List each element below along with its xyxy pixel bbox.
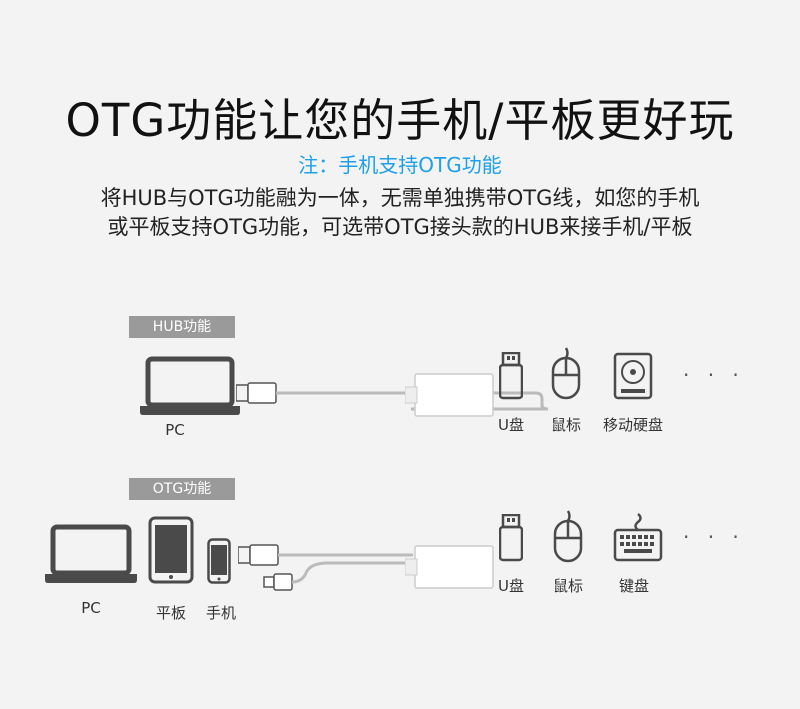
hub-device-label-mouse: 鼠标 (550, 416, 581, 434)
mouse-icon (553, 508, 583, 563)
otg-more-devices: · · · (683, 525, 745, 549)
otg-note: 注：手机支持OTG功能 (298, 153, 502, 177)
description-line-1: 将HUB与OTG功能融为一体，无需单独携带OTG线，如您的手机 (100, 186, 700, 210)
otg-device-label-mouse: 鼠标 (552, 577, 583, 595)
hub-device-label-usb: U盘 (498, 416, 524, 434)
laptop-icon (45, 524, 137, 584)
description: 将HUB与OTG功能融为一体，无需单独携带OTG线，如您的手机 或平板支持OTG… (0, 184, 800, 242)
laptop-icon (140, 356, 240, 416)
keyboard-icon (613, 512, 663, 562)
tablet-icon (148, 516, 194, 584)
usb-plug-icon (238, 543, 438, 595)
otg-device-label-usb: U盘 (498, 577, 524, 595)
description-line-2: 或平板支持OTG功能，可选带OTG接头款的HUB来接手机/平板 (107, 215, 693, 239)
hub-device-label-disk: 移动硬盘 (602, 416, 663, 434)
otg-tablet-label: 平板 (155, 604, 186, 622)
usb-plug-icon (236, 381, 646, 417)
hub-icon (405, 545, 495, 590)
otg-device-label-keyboard: 键盘 (618, 577, 649, 595)
hard-disk-icon (613, 352, 653, 400)
otg-phone-label: 手机 (205, 604, 236, 622)
mouse-icon (551, 345, 581, 400)
hub-function-tag: HUB功能 (129, 316, 235, 338)
otg-pc-label: PC (81, 599, 101, 617)
hub-pc-label: PC (165, 421, 185, 439)
otg-function-tag: OTG功能 (129, 478, 235, 500)
hub-more-devices: · · · (683, 363, 745, 387)
hub-icon (405, 373, 495, 418)
usb-drive-icon (499, 514, 523, 562)
usb-drive-icon (499, 352, 523, 400)
phone-icon (207, 538, 231, 584)
page-title: OTG功能让您的手机/平板更好玩 (65, 94, 735, 147)
